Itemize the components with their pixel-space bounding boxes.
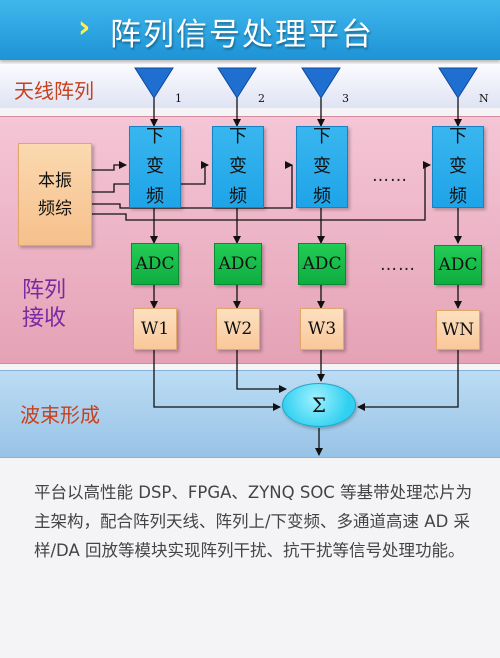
antenna-icon-2 (217, 67, 257, 99)
local-oscillator-box: 本振 频综 (18, 143, 92, 246)
antenna-icon-1 (134, 67, 174, 99)
downconverter-2: 下变频 (212, 126, 264, 208)
page-title: 阵列信号处理平台 (110, 17, 374, 53)
adc-1: ADC (131, 243, 179, 285)
downconverter-n: 下变频 (432, 126, 484, 208)
antenna-icon-3 (301, 67, 341, 99)
antenna-array-label: 天线阵列 (14, 79, 94, 103)
weight-w3: W3 (300, 308, 344, 350)
adc-2: ADC (214, 243, 262, 285)
adc-n: ADC (434, 245, 482, 285)
antenna-icon-n (438, 67, 478, 99)
channel-ellipsis-downconv: …… (372, 166, 408, 186)
platform-description: 平台以高性能 DSP、FPGA、ZYNQ SOC 等基带处理芯片为主架构，配合阵… (34, 483, 473, 560)
chevron-right-icon: › (78, 10, 91, 45)
header-bar: › 阵列信号处理平台 (0, 0, 500, 60)
weight-wn: WN (436, 310, 480, 350)
summation-node: Σ (282, 383, 356, 427)
downconverter-3: 下变频 (296, 126, 348, 208)
channel-ellipsis-adc: …… (380, 255, 416, 275)
antenna-number-1: 1 (175, 92, 182, 105)
array-receive-label: 阵列 接收 (22, 278, 67, 331)
weight-w1: W1 (133, 308, 177, 350)
weight-w2: W2 (216, 308, 260, 350)
antenna-number-2: 2 (258, 92, 265, 105)
beamforming-band: 波束形成 (0, 370, 500, 458)
antenna-number-3: 3 (342, 92, 349, 105)
beamforming-label: 波束形成 (20, 403, 100, 427)
antenna-number-n: N (479, 92, 489, 105)
adc-3: ADC (298, 243, 346, 285)
downconverter-1: 下变频 (129, 126, 181, 208)
